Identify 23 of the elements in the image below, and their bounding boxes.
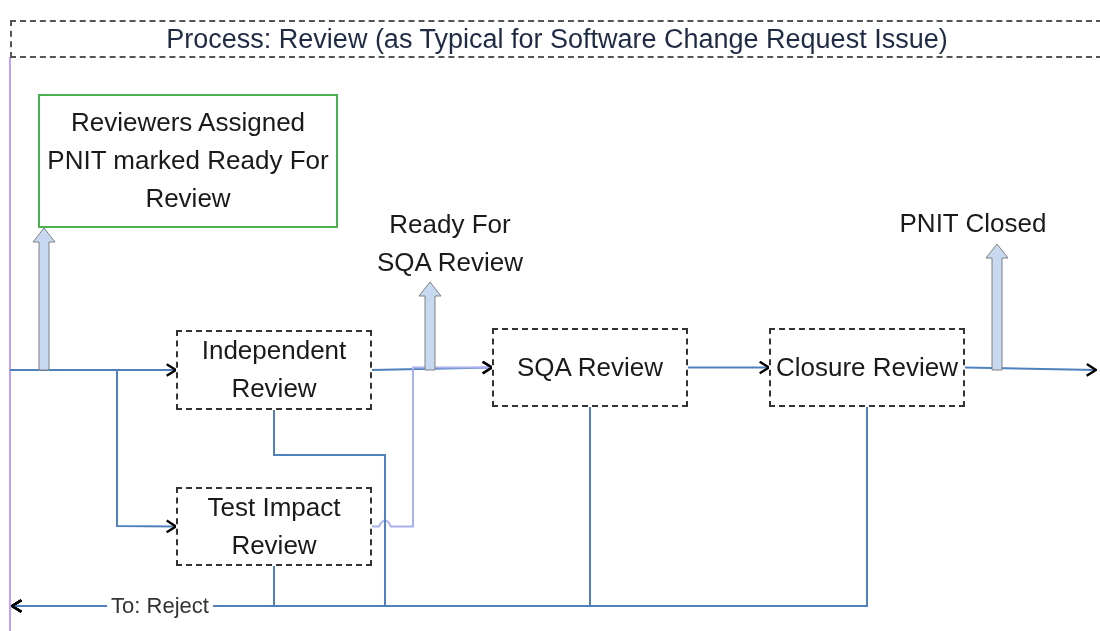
node-label: Reviewers Assigned PNIT marked Ready For Review (46, 106, 330, 215)
connector-arrow (687, 360, 771, 375)
node-label: Independent Review (200, 334, 348, 405)
process-box (176, 487, 372, 566)
node-label: PNIT Closed (898, 207, 1048, 241)
process-box (492, 328, 688, 407)
block-arrow (32, 227, 56, 371)
node-label: Test Impact Review (206, 490, 342, 562)
edge-label: To: Reject (107, 595, 213, 617)
block-arrow (418, 281, 442, 371)
node-label: Closure Review (774, 350, 960, 384)
milestone-box (38, 94, 338, 228)
connector-arrow (10, 406, 868, 613)
process-box (176, 330, 372, 410)
node-label: Ready For SQA Review (376, 208, 524, 279)
connector-arrow (116, 369, 178, 534)
diagram-title: Process: Review (as Typical for Software Change Request Issue) (166, 25, 948, 53)
connector-arrow (964, 362, 1098, 377)
block-arrow (985, 243, 1009, 371)
connector-arrow (9, 363, 178, 377)
node-label: SQA Review (516, 350, 664, 384)
process-box (769, 328, 965, 407)
connector-arrow (371, 360, 494, 528)
